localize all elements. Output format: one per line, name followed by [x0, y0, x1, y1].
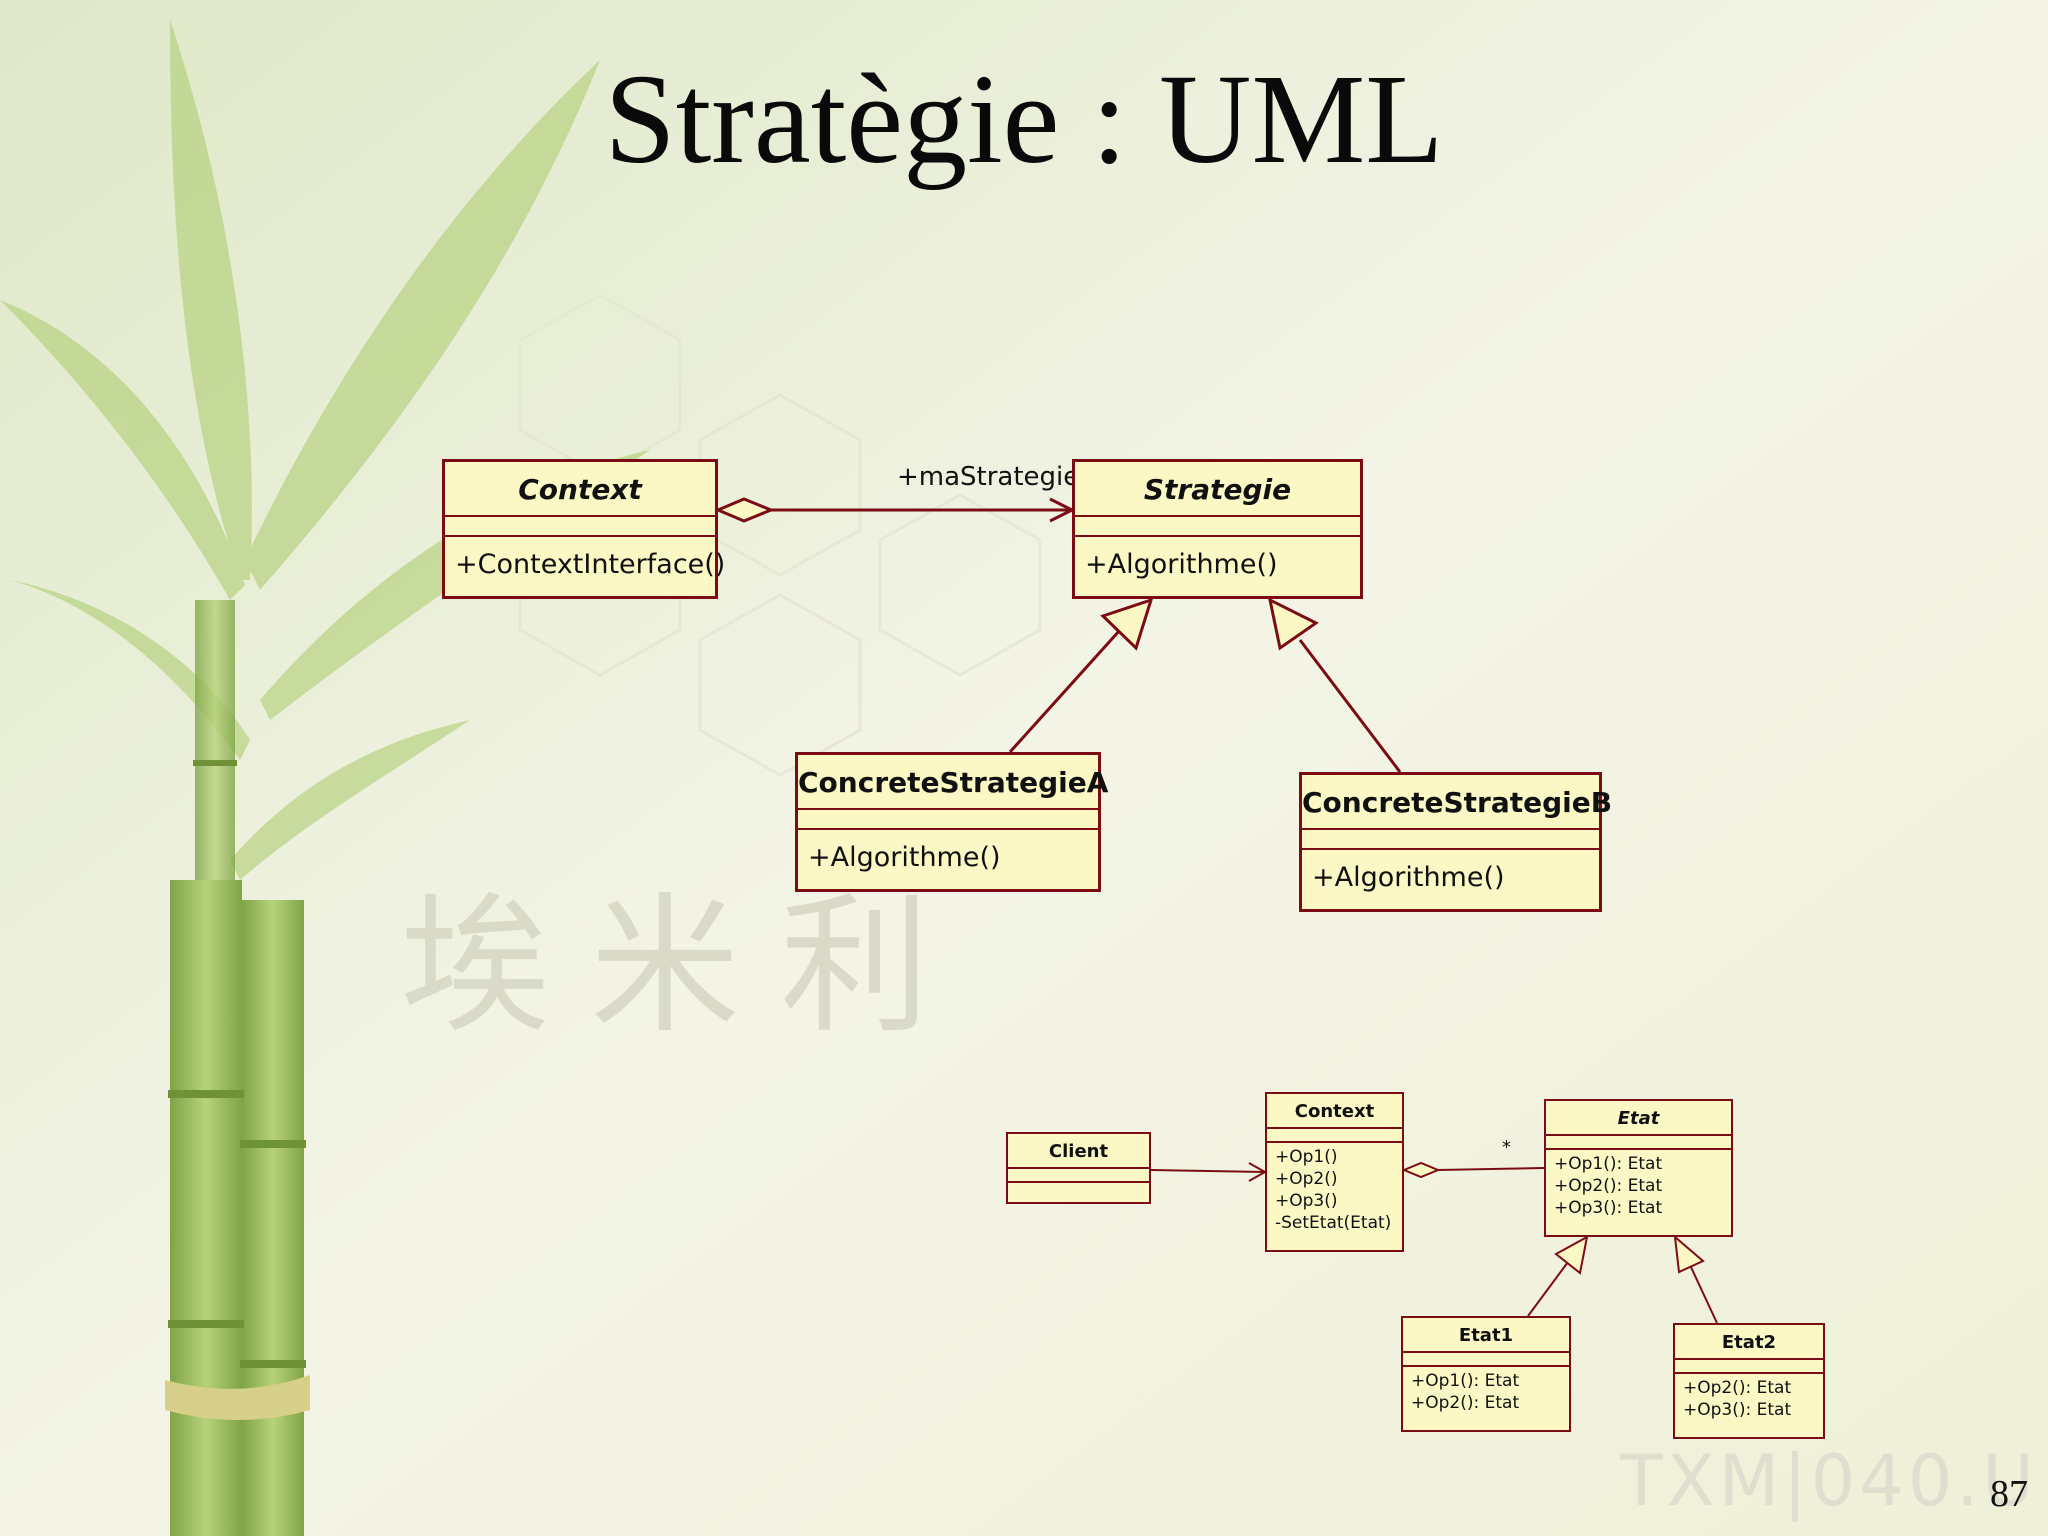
class-name: ConcreteStrategieA — [798, 755, 1108, 810]
operations-compartment: +Algorithme() — [1075, 537, 1360, 580]
operation: +Op3(): Etat — [1683, 1400, 1792, 1420]
class-name: Strategie — [1075, 462, 1360, 517]
operation: +Op1(): Etat — [1411, 1371, 1520, 1391]
operations-compartment: +Algorithme() — [798, 830, 1098, 873]
attributes-compartment — [1075, 517, 1360, 537]
attributes-compartment — [1675, 1360, 1823, 1374]
attributes-compartment — [445, 517, 715, 537]
association-line — [1150, 1169, 1266, 1173]
class-context: Context +ContextInterface() — [442, 459, 726, 599]
operation: -SetEtat(Etat) — [1275, 1213, 1392, 1233]
role-label: +maStrategie — [897, 462, 1080, 492]
aggregation-line-small — [1437, 1167, 1545, 1171]
class-concrete-strategie-a: ConcreteStrategieA +Algorithme() — [795, 752, 1108, 892]
operations-compartment: +Algorithme() — [1302, 850, 1599, 893]
class-name: Client — [1008, 1134, 1149, 1169]
class-etat1: Etat1 +Op1(): Etat +Op2(): Etat — [1401, 1316, 1571, 1432]
operation: +Op2(): Etat — [1411, 1393, 1520, 1413]
operations-compartment: +Op1(): Etat +Op2(): Etat +Op3(): Etat — [1546, 1150, 1731, 1219]
attributes-compartment — [1267, 1129, 1402, 1143]
operation: +Op3() — [1275, 1191, 1338, 1211]
attributes-compartment — [1546, 1136, 1731, 1150]
generalization-triangle-etat1 — [1554, 1235, 1589, 1275]
watermark-chinese-characters: 埃米利 — [400, 880, 971, 1054]
aggregation-diamond-small — [1401, 1161, 1441, 1179]
operation: +Algorithme() — [1085, 549, 1278, 580]
class-name: ConcreteStrategieB — [1302, 775, 1612, 830]
page-number: 87 — [1990, 1473, 2028, 1515]
attributes-compartment — [1403, 1353, 1569, 1367]
generalization-triangle-a — [1100, 597, 1154, 651]
generalization-triangle-etat2 — [1673, 1234, 1705, 1274]
class-context-small: Context +Op1() +Op2() +Op3() -SetEtat(Et… — [1265, 1092, 1404, 1252]
generalization-triangle-b — [1267, 597, 1319, 651]
class-name: Context — [445, 462, 715, 517]
operation: +Op2(): Etat — [1683, 1378, 1792, 1398]
class-name: Etat — [1546, 1101, 1731, 1136]
operations-compartment: +Op2(): Etat +Op3(): Etat — [1675, 1374, 1823, 1421]
attributes-compartment — [1302, 830, 1599, 850]
multiplicity-label: * — [1502, 1137, 1511, 1158]
slide-title: Stratègie : UML — [604, 48, 1444, 190]
generalization-line-a — [1008, 628, 1122, 754]
operation: +ContextInterface() — [455, 549, 726, 580]
operations-compartment: +Op1() +Op2() +Op3() -SetEtat(Etat) — [1267, 1143, 1402, 1234]
class-name: Context — [1267, 1094, 1402, 1129]
operation: +Op2() — [1275, 1169, 1338, 1189]
class-name: Etat2 — [1675, 1325, 1823, 1360]
class-strategie: Strategie +Algorithme() — [1072, 459, 1363, 599]
watermark-logo: TXM|040.U — [1620, 1440, 2038, 1522]
aggregation-diamond — [714, 497, 775, 523]
operation: +Op2(): Etat — [1554, 1176, 1663, 1196]
operation: +Op1(): Etat — [1554, 1154, 1663, 1174]
generalization-line-etat1 — [1527, 1261, 1569, 1317]
class-etat: Etat +Op1(): Etat +Op2(): Etat +Op3(): E… — [1544, 1099, 1733, 1237]
class-etat2: Etat2 +Op2(): Etat +Op3(): Etat — [1673, 1323, 1825, 1439]
operations-compartment: +ContextInterface() — [445, 537, 726, 580]
attributes-compartment — [1008, 1169, 1149, 1183]
class-client: Client — [1006, 1132, 1151, 1204]
attributes-compartment — [798, 810, 1098, 830]
generalization-line-etat2 — [1689, 1264, 1718, 1324]
operation: +Op1() — [1275, 1147, 1338, 1167]
operation: +Algorithme() — [808, 842, 1001, 873]
class-concrete-strategie-b: ConcreteStrategieB +Algorithme() — [1299, 772, 1612, 912]
operation: +Op3(): Etat — [1554, 1198, 1663, 1218]
operation: +Algorithme() — [1312, 862, 1505, 893]
class-name: Etat1 — [1403, 1318, 1569, 1353]
operations-compartment: +Op1(): Etat +Op2(): Etat — [1403, 1367, 1569, 1414]
generalization-line-b — [1298, 639, 1402, 773]
